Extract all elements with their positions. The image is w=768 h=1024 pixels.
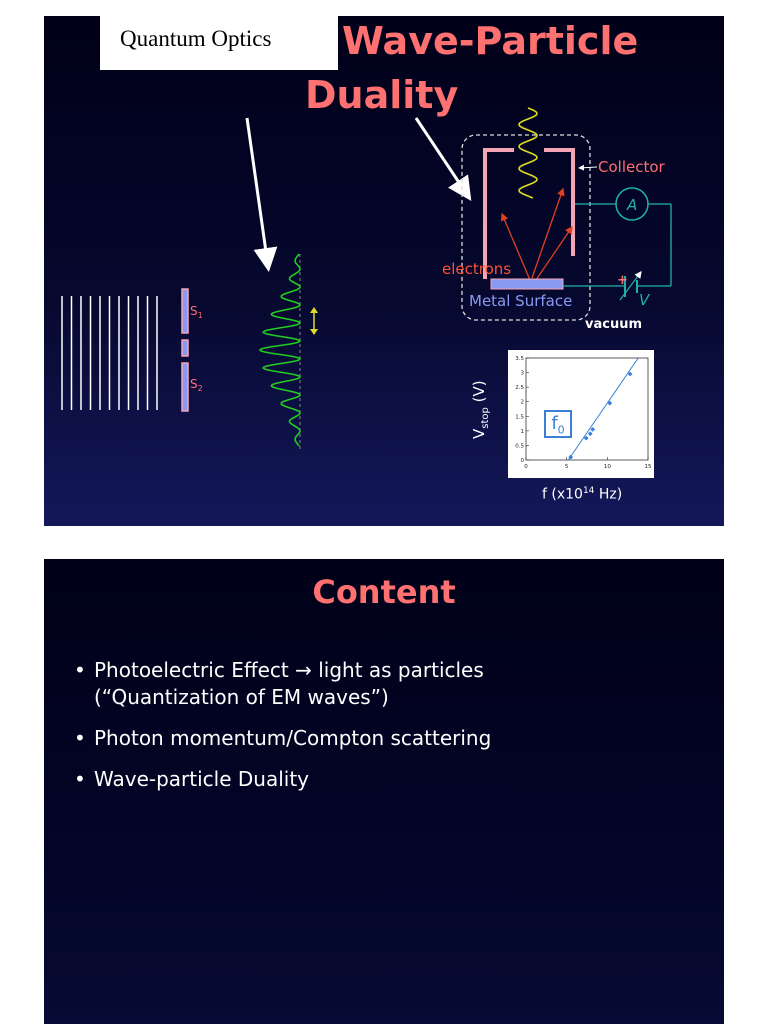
metal-surface (490, 278, 564, 290)
y-tick-label: 1 (521, 429, 525, 435)
chart-x-label: f (x1014 Hz) (542, 486, 623, 503)
interference-pattern (258, 253, 302, 447)
circuit (563, 203, 672, 287)
vacuum-label: vacuum (585, 317, 642, 332)
chart-frame (525, 357, 649, 461)
x-tick-label: 10 (604, 464, 611, 470)
title-wave-particle: Wave-Particle (342, 19, 639, 63)
x-tick-label: 15 (645, 464, 652, 470)
bullet-compton: Photon momentum/Compton scattering (74, 725, 491, 752)
quantum-optics-box: Quantum Optics (100, 16, 338, 70)
slide-content: Content Photoelectric Effect → light as … (44, 559, 724, 1024)
photon-wave (518, 107, 538, 199)
stopping-voltage-chart: 0 0.5 1 1.5 2 2.5 3 3.5 0 5 10 15 (508, 350, 654, 478)
pointer-arrow-particle (414, 117, 472, 201)
slit2-label: S2 (190, 377, 203, 393)
vacuum-enclosure (461, 134, 591, 321)
metal-surface-label: Metal Surface (469, 292, 572, 310)
data-point (590, 427, 596, 432)
slide-wave-particle: Collector A electrons Metal Surface vacu… (44, 16, 724, 526)
fit-line (567, 357, 639, 461)
title-duality: Duality (305, 73, 459, 117)
plus-label: + (617, 273, 628, 288)
x-tick-label: 5 (565, 464, 569, 470)
collector-pointer (578, 164, 598, 171)
chart-y-label: Vstop (V) (470, 380, 491, 439)
collector-right (544, 148, 575, 256)
content-bullets: Photoelectric Effect → light as particle… (74, 657, 491, 807)
content-title: Content (312, 573, 456, 611)
chart-svg: 0 0.5 1 1.5 2 2.5 3 3.5 0 5 10 15 (515, 356, 652, 470)
electrons-label: electrons (442, 260, 511, 278)
collector-label: Collector (598, 158, 666, 176)
data-point (568, 454, 574, 460)
data-point (607, 400, 613, 406)
ammeter-icon (615, 187, 649, 221)
y-tick-label: 3 (521, 371, 525, 377)
double-arrow (310, 307, 318, 335)
battery-icon (619, 271, 642, 301)
y-tick-label: 3.5 (515, 356, 524, 362)
incident-wavefronts (61, 296, 158, 410)
double-slit (181, 288, 189, 412)
y-tick-label: 2.5 (515, 385, 524, 391)
y-tick-label: 1.5 (515, 414, 524, 420)
data-point (627, 371, 633, 377)
bullet-duality: Wave-particle Duality (74, 766, 491, 793)
electron-arrows (500, 187, 573, 281)
x-tick-label: 0 (524, 464, 528, 470)
y-tick-label: 2 (521, 400, 525, 406)
slit1-label: S1 (190, 304, 203, 320)
ammeter-label: A (626, 196, 637, 214)
collector-left (483, 148, 514, 279)
data-point (583, 435, 589, 441)
y-tick-label: 0.5 (515, 443, 524, 449)
data-point (587, 431, 593, 437)
y-tick-label: 0 (521, 458, 525, 464)
bullet-photoelectric: Photoelectric Effect → light as particle… (74, 657, 491, 711)
photoelectric-diagram: Collector A electrons Metal Surface vacu… (61, 107, 672, 459)
f0-annotation: f0 (544, 410, 572, 438)
pointer-arrow-wave (245, 117, 278, 272)
voltage-label: V (639, 291, 651, 309)
